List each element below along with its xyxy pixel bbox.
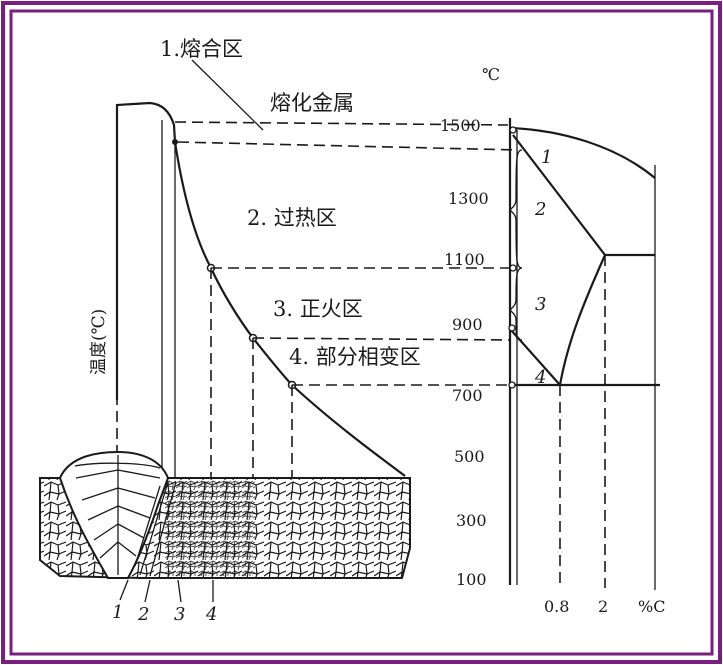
range-bracket-2 xyxy=(509,149,523,269)
fusion-zone-label: 1.熔合区 xyxy=(160,37,243,61)
range-point-900 xyxy=(508,324,516,332)
tick-1300: 1300 xyxy=(448,189,489,208)
zone-point-1 xyxy=(172,139,178,145)
h-dash-900 xyxy=(252,337,511,341)
x-tick-2: 2 xyxy=(598,597,608,616)
peak-temperature-curve xyxy=(115,101,406,477)
tick-300: 300 xyxy=(456,511,487,530)
range-point-1100 xyxy=(509,264,517,272)
range-mark-1: 1 xyxy=(541,147,552,168)
overheat-zone-label: 2. 过热区 xyxy=(247,206,337,230)
solidus-line xyxy=(512,134,606,256)
range-bracket-3 xyxy=(509,267,523,341)
bottom-leader-1 xyxy=(119,579,129,601)
range-mark-2: 2 xyxy=(534,199,546,220)
fusion-boundary-hatch xyxy=(134,481,177,577)
bottom-mark-3: 3 xyxy=(174,604,185,625)
fusion-zone-leader xyxy=(191,59,264,131)
tick-1100: 1100 xyxy=(444,250,485,269)
weld-columnar-lines xyxy=(74,455,161,575)
fine-grain-band xyxy=(165,480,255,576)
phase-diagram-panel: 1 2 3 4 ℃ 1500 1300 1100 900 700 500 300… xyxy=(440,65,665,616)
molten-metal-label: 熔化金属 xyxy=(270,91,354,115)
tick-900: 900 xyxy=(452,315,483,334)
x-tick-0.8: 0.8 xyxy=(544,597,569,616)
acm-curve xyxy=(558,254,607,386)
bottom-mark-2: 2 xyxy=(137,604,149,625)
temperature-curve-panel: 1.熔合区 熔化金属 2. 过热区 3. 正火区 4. 部分相变区 温度(℃) xyxy=(89,37,519,478)
weld-cross-section xyxy=(39,450,411,579)
tick-700: 700 xyxy=(452,386,483,405)
tick-500: 500 xyxy=(454,447,485,466)
bottom-mark-4: 4 xyxy=(205,604,217,625)
liquidus-curve xyxy=(509,126,656,179)
range-mark-3: 3 xyxy=(535,294,546,315)
inner-frame xyxy=(9,9,714,656)
bottom-leader-2 xyxy=(144,579,151,603)
bottom-leader-3 xyxy=(177,579,182,603)
x-unit: %C xyxy=(638,597,665,616)
h-dash-molten xyxy=(174,121,509,126)
normalizing-zone-label: 3. 正火区 xyxy=(273,297,363,321)
range-point-1500 xyxy=(509,126,517,134)
tick-100: 100 xyxy=(456,570,487,589)
h-dash-1500 xyxy=(177,141,519,151)
range-mark-4: 4 xyxy=(534,367,546,388)
y-axis-title: 温度(℃) xyxy=(89,309,109,375)
tick-1500: 1500 xyxy=(440,116,481,135)
tick-unit: ℃ xyxy=(482,65,500,84)
bottom-mark-1: 1 xyxy=(112,602,123,623)
partial-transform-zone-label: 4. 部分相变区 xyxy=(289,345,421,369)
range-point-700 xyxy=(508,381,516,389)
